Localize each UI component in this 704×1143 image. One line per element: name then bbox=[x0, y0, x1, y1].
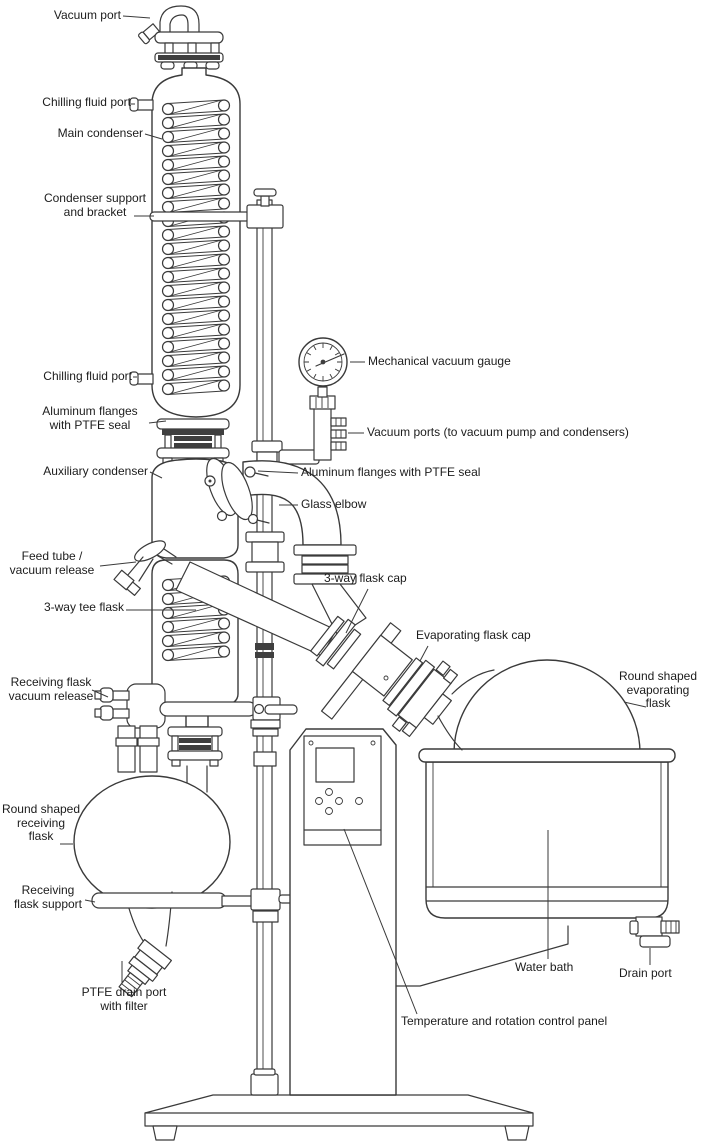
water-bath bbox=[418, 748, 676, 919]
label-chilling-fluid-port-top: Chilling fluid port bbox=[42, 95, 131, 109]
label-glass-elbow: Glass elbow bbox=[301, 497, 367, 511]
condenser-lid-clamp bbox=[154, 31, 224, 70]
label-mechanical-vacuum-gauge: Mechanical vacuum gauge bbox=[368, 354, 511, 368]
label-auxiliary-condenser: Auxiliary condenser bbox=[43, 464, 148, 478]
flange-joint-mid bbox=[156, 418, 230, 471]
elbow-flange-clamp bbox=[204, 457, 270, 525]
label-ptfe-drain-port: PTFE drain port with filter bbox=[81, 985, 167, 1013]
condenser-bracket bbox=[149, 188, 284, 229]
label-vacuum-ports: Vacuum ports (to vacuum pump and condens… bbox=[367, 425, 629, 439]
label-aluminum-flanges-right: Aluminum flanges with PTFE seal bbox=[301, 465, 481, 479]
vacuum-port-tube bbox=[138, 5, 200, 45]
panel-buttons bbox=[315, 788, 363, 815]
stand-base bbox=[144, 1094, 534, 1141]
label-aluminum-flanges-left: Aluminum flanges with PTFE seal bbox=[42, 404, 138, 432]
receiving-flange-joint bbox=[167, 726, 223, 793]
label-main-condenser: Main condenser bbox=[57, 126, 143, 140]
leader-lines bbox=[60, 15, 651, 1015]
label-round-evaporating-flask: Round shaped evaporating flask bbox=[618, 669, 698, 710]
chilling-port-bottom bbox=[129, 371, 154, 386]
label-evaporating-flask-cap: Evaporating flask cap bbox=[416, 628, 531, 642]
label-vacuum-port: Vacuum port bbox=[53, 8, 121, 22]
label-water-bath: Water bath bbox=[515, 960, 574, 974]
vacuum-ports-nubs bbox=[330, 417, 347, 451]
bath-drain-port bbox=[629, 916, 680, 948]
panel-screen bbox=[315, 747, 355, 783]
feed-tube-valve bbox=[113, 540, 177, 597]
rod-clamp-upper bbox=[245, 531, 285, 573]
label-three-way-flask-cap: 3-way flask cap bbox=[324, 571, 407, 585]
evaporating-flask-cap-part bbox=[382, 657, 459, 738]
rod-clamp-tube bbox=[250, 696, 298, 767]
label-feed-tube: Feed tube / vacuum release bbox=[9, 549, 95, 577]
elbow-flange-stack bbox=[293, 544, 357, 585]
vacuum-gauge-assembly bbox=[251, 337, 348, 483]
chilling-port-top bbox=[129, 97, 154, 112]
ptfe-drain-assembly bbox=[118, 938, 172, 998]
label-round-receiving-flask: Round shaped receiving flask bbox=[1, 802, 81, 843]
label-receiving-flask-support: Receiving flask support bbox=[13, 883, 83, 911]
rotary-couplings bbox=[175, 561, 495, 751]
gauge-dial bbox=[298, 337, 348, 387]
label-drain-port: Drain port bbox=[619, 966, 672, 980]
label-temperature-control-panel: Temperature and rotation control panel bbox=[401, 1014, 608, 1028]
rod-collar-bands bbox=[255, 643, 274, 658]
receiving-flask bbox=[73, 775, 231, 953]
receiving-vacuum-release bbox=[94, 683, 166, 773]
support-rod bbox=[250, 199, 279, 1096]
control-panel bbox=[303, 735, 382, 846]
main-condenser bbox=[129, 67, 241, 418]
rotary-drum bbox=[351, 634, 413, 697]
label-chilling-fluid-port-bottom: Chilling fluid port bbox=[43, 369, 132, 383]
three-way-flask-cap-part bbox=[310, 615, 362, 670]
label-receiving-flask-vacuum-release: Receiving flask vacuum release bbox=[8, 675, 94, 703]
vacuum-release-tube bbox=[159, 701, 257, 717]
label-three-way-tee-flask: 3-way tee flask bbox=[43, 600, 124, 614]
receiving-flask-support bbox=[91, 888, 294, 923]
label-condenser-support: Condenser support and bracket bbox=[43, 191, 147, 219]
